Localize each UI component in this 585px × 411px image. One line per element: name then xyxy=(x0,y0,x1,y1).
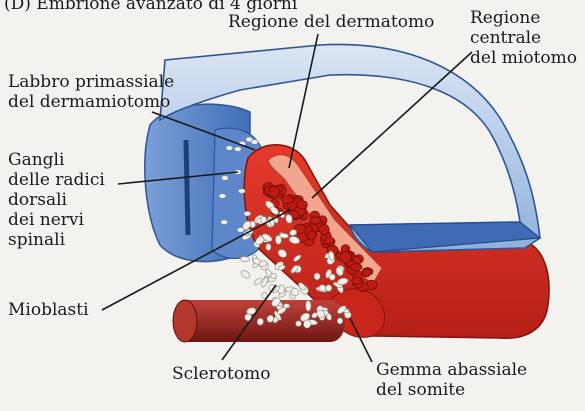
ganglion-cell xyxy=(234,147,241,152)
sclerotome-cell xyxy=(279,233,288,238)
ganglion-cell xyxy=(221,220,228,225)
ganglion-cell xyxy=(244,211,251,216)
ganglion-cell xyxy=(226,146,233,151)
myotome-cell xyxy=(350,264,362,271)
label-myoblasts: Mioblasti xyxy=(8,300,89,320)
myotome-cell xyxy=(307,231,316,240)
myotome-cell xyxy=(297,201,308,209)
ganglion-cell xyxy=(246,137,253,142)
sclerotome-cell xyxy=(291,288,299,296)
sclerotome-cell xyxy=(306,300,311,311)
sclerotome-cell xyxy=(240,269,252,280)
sclerotome-cell xyxy=(266,243,271,250)
ganglion-cell xyxy=(237,228,244,233)
myotome-cell xyxy=(362,269,370,277)
neural-tube-lumen xyxy=(186,140,188,235)
myotome-cell xyxy=(269,187,280,198)
sclerotome-cell xyxy=(319,285,326,292)
myotome-cell xyxy=(340,252,351,263)
label-sclerotome: Sclerotomo xyxy=(172,364,270,384)
ganglion-cell xyxy=(219,194,226,199)
sclerotome-cell xyxy=(240,256,250,262)
myotome-cell xyxy=(310,217,320,224)
myotome-cell xyxy=(352,277,362,284)
label-abaxial-bud: Gemma abassiale del somite xyxy=(376,360,527,400)
label-dermatome-region: Regione del dermatomo xyxy=(228,12,434,32)
myotome-cell xyxy=(320,224,330,234)
ganglion-cell xyxy=(238,189,245,194)
sclerotome-cell xyxy=(337,318,343,325)
myotome-cell xyxy=(325,237,333,244)
label-primaxial-lip: Labbro primassiale del dermamiotomo xyxy=(8,72,174,112)
sclerotome-cell xyxy=(314,273,320,280)
label-dorsal-root-ganglia: Gangli delle radici dorsali dei nervi sp… xyxy=(8,150,105,250)
ganglion-cell xyxy=(221,176,228,181)
label-myotome-center: Regione centrale del miotomo xyxy=(470,8,577,68)
myotome-cell xyxy=(282,196,294,204)
